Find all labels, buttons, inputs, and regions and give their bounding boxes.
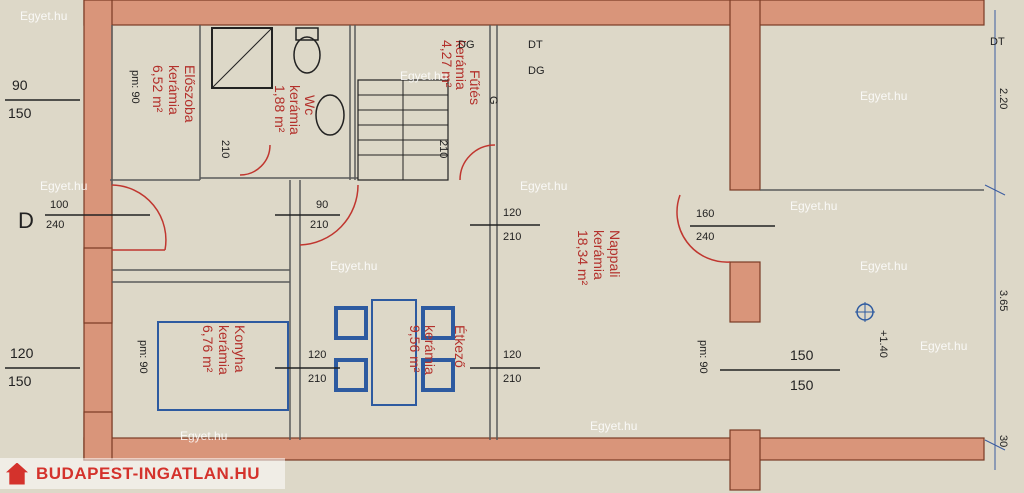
dining-table bbox=[334, 299, 455, 406]
opening-konyha-door-h: 210 bbox=[308, 373, 326, 385]
opening-left-bottom-w: 120 bbox=[10, 345, 34, 361]
level-marker bbox=[855, 302, 875, 322]
opening-terrace-door-w: 160 bbox=[696, 208, 714, 220]
room-wc-name: Wc bbox=[302, 95, 318, 115]
room-etkezo-name: Étkező bbox=[452, 325, 468, 368]
opening-mid-bottom-w: 120 bbox=[503, 349, 521, 361]
svg-text:Egyet.hu: Egyet.hu bbox=[20, 9, 67, 23]
opening-terrace-door-h: 240 bbox=[696, 231, 714, 243]
svg-text:Egyet.hu: Egyet.hu bbox=[860, 259, 907, 273]
opening-konyha-door-w: 120 bbox=[308, 349, 326, 361]
room-nappali-pm: pm: 90 bbox=[697, 340, 709, 374]
opening-terrace-window-h: 150 bbox=[790, 377, 814, 393]
opening-hall-door-h: 210 bbox=[310, 219, 328, 231]
opening-terrace-window-w: 150 bbox=[790, 347, 814, 363]
opening-mid-top-w: 120 bbox=[503, 207, 521, 219]
opening-mid-bottom-h: 210 bbox=[503, 373, 521, 385]
label-level: +1.40 bbox=[877, 330, 889, 358]
svg-text:Egyet.hu: Egyet.hu bbox=[790, 199, 837, 213]
svg-text:Egyet.hu: Egyet.hu bbox=[40, 179, 87, 193]
opening-entrance-w: 100 bbox=[50, 199, 68, 211]
entrance-mark: D bbox=[18, 208, 34, 233]
dimension-2-20: 2.20 bbox=[997, 88, 1009, 109]
interior-walls bbox=[110, 25, 984, 440]
shower bbox=[211, 27, 273, 89]
svg-text:Egyet.hu: Egyet.hu bbox=[520, 179, 567, 193]
opening-left-bottom-h: 150 bbox=[8, 373, 32, 389]
opening-left-top-w: 90 bbox=[12, 77, 28, 93]
room-nappali-floor: kerámia bbox=[591, 230, 607, 280]
door-swings bbox=[111, 144, 731, 263]
watermarks: Egyet.hu Egyet.hu Egyet.hu Egyet.hu Egye… bbox=[20, 9, 967, 443]
room-nappali-name: Nappali bbox=[607, 230, 623, 277]
label-dt-1: DT bbox=[528, 39, 543, 51]
room-eloszoba-floor: kerámia bbox=[166, 65, 182, 115]
opening-futes-door: 210 bbox=[437, 140, 449, 158]
dimension-30: 30 bbox=[997, 435, 1009, 447]
dimension-3-65: 3.65 bbox=[997, 290, 1009, 311]
svg-text:Egyet.hu: Egyet.hu bbox=[920, 339, 967, 353]
room-futes-name: Fűtés bbox=[467, 70, 483, 105]
room-wc-area: 1,88 m² bbox=[272, 85, 288, 133]
label-dg-1: DG bbox=[528, 65, 545, 77]
room-eloszoba-pm: pm: 90 bbox=[129, 70, 141, 104]
toilet bbox=[293, 27, 321, 74]
opening-left-top-h: 150 bbox=[8, 105, 32, 121]
brand-logo: BUDAPEST-INGATLAN.HU bbox=[0, 458, 285, 489]
room-wc-floor: kerámia bbox=[287, 85, 303, 135]
room-futes-area: 4,27 m² bbox=[439, 40, 455, 88]
room-eloszoba-area: 6,52 m² bbox=[150, 65, 166, 113]
walls bbox=[83, 0, 985, 491]
svg-text:Egyet.hu: Egyet.hu bbox=[400, 69, 447, 83]
room-eloszoba-name: Előszoba bbox=[182, 65, 198, 123]
room-konyha-pm: pm: 90 bbox=[137, 340, 149, 374]
room-nappali-area: 18,34 m² bbox=[575, 230, 591, 286]
room-futes-floor: kerámia bbox=[453, 40, 469, 90]
opening-entrance-h: 240 bbox=[46, 219, 64, 231]
brand-name: BUDAPEST-INGATLAN.HU bbox=[36, 463, 261, 483]
kitchen-counter bbox=[157, 321, 289, 411]
opening-hall-door-w: 90 bbox=[316, 199, 328, 211]
room-konyha-floor: kerámia bbox=[216, 325, 232, 375]
stairs bbox=[357, 79, 449, 181]
dimension-line bbox=[984, 10, 1006, 470]
opening-wc-door: 210 bbox=[219, 140, 231, 158]
label-g: G bbox=[487, 96, 499, 105]
svg-text:Egyet.hu: Egyet.hu bbox=[180, 429, 227, 443]
svg-text:Egyet.hu: Egyet.hu bbox=[330, 259, 377, 273]
sink bbox=[315, 94, 345, 136]
label-dt-2: DT bbox=[990, 36, 1005, 48]
room-etkezo-area: 9,56 m² bbox=[407, 325, 423, 373]
room-konyha-name: Konyha bbox=[232, 325, 248, 373]
room-etkezo-floor: kerámia bbox=[422, 325, 438, 375]
opening-mid-top-h: 210 bbox=[503, 231, 521, 243]
house-icon bbox=[6, 462, 28, 485]
label-dg-2: DG bbox=[458, 39, 475, 51]
room-konyha-area: 6,76 m² bbox=[200, 325, 216, 373]
svg-text:Egyet.hu: Egyet.hu bbox=[590, 419, 637, 433]
svg-text:Egyet.hu: Egyet.hu bbox=[860, 89, 907, 103]
